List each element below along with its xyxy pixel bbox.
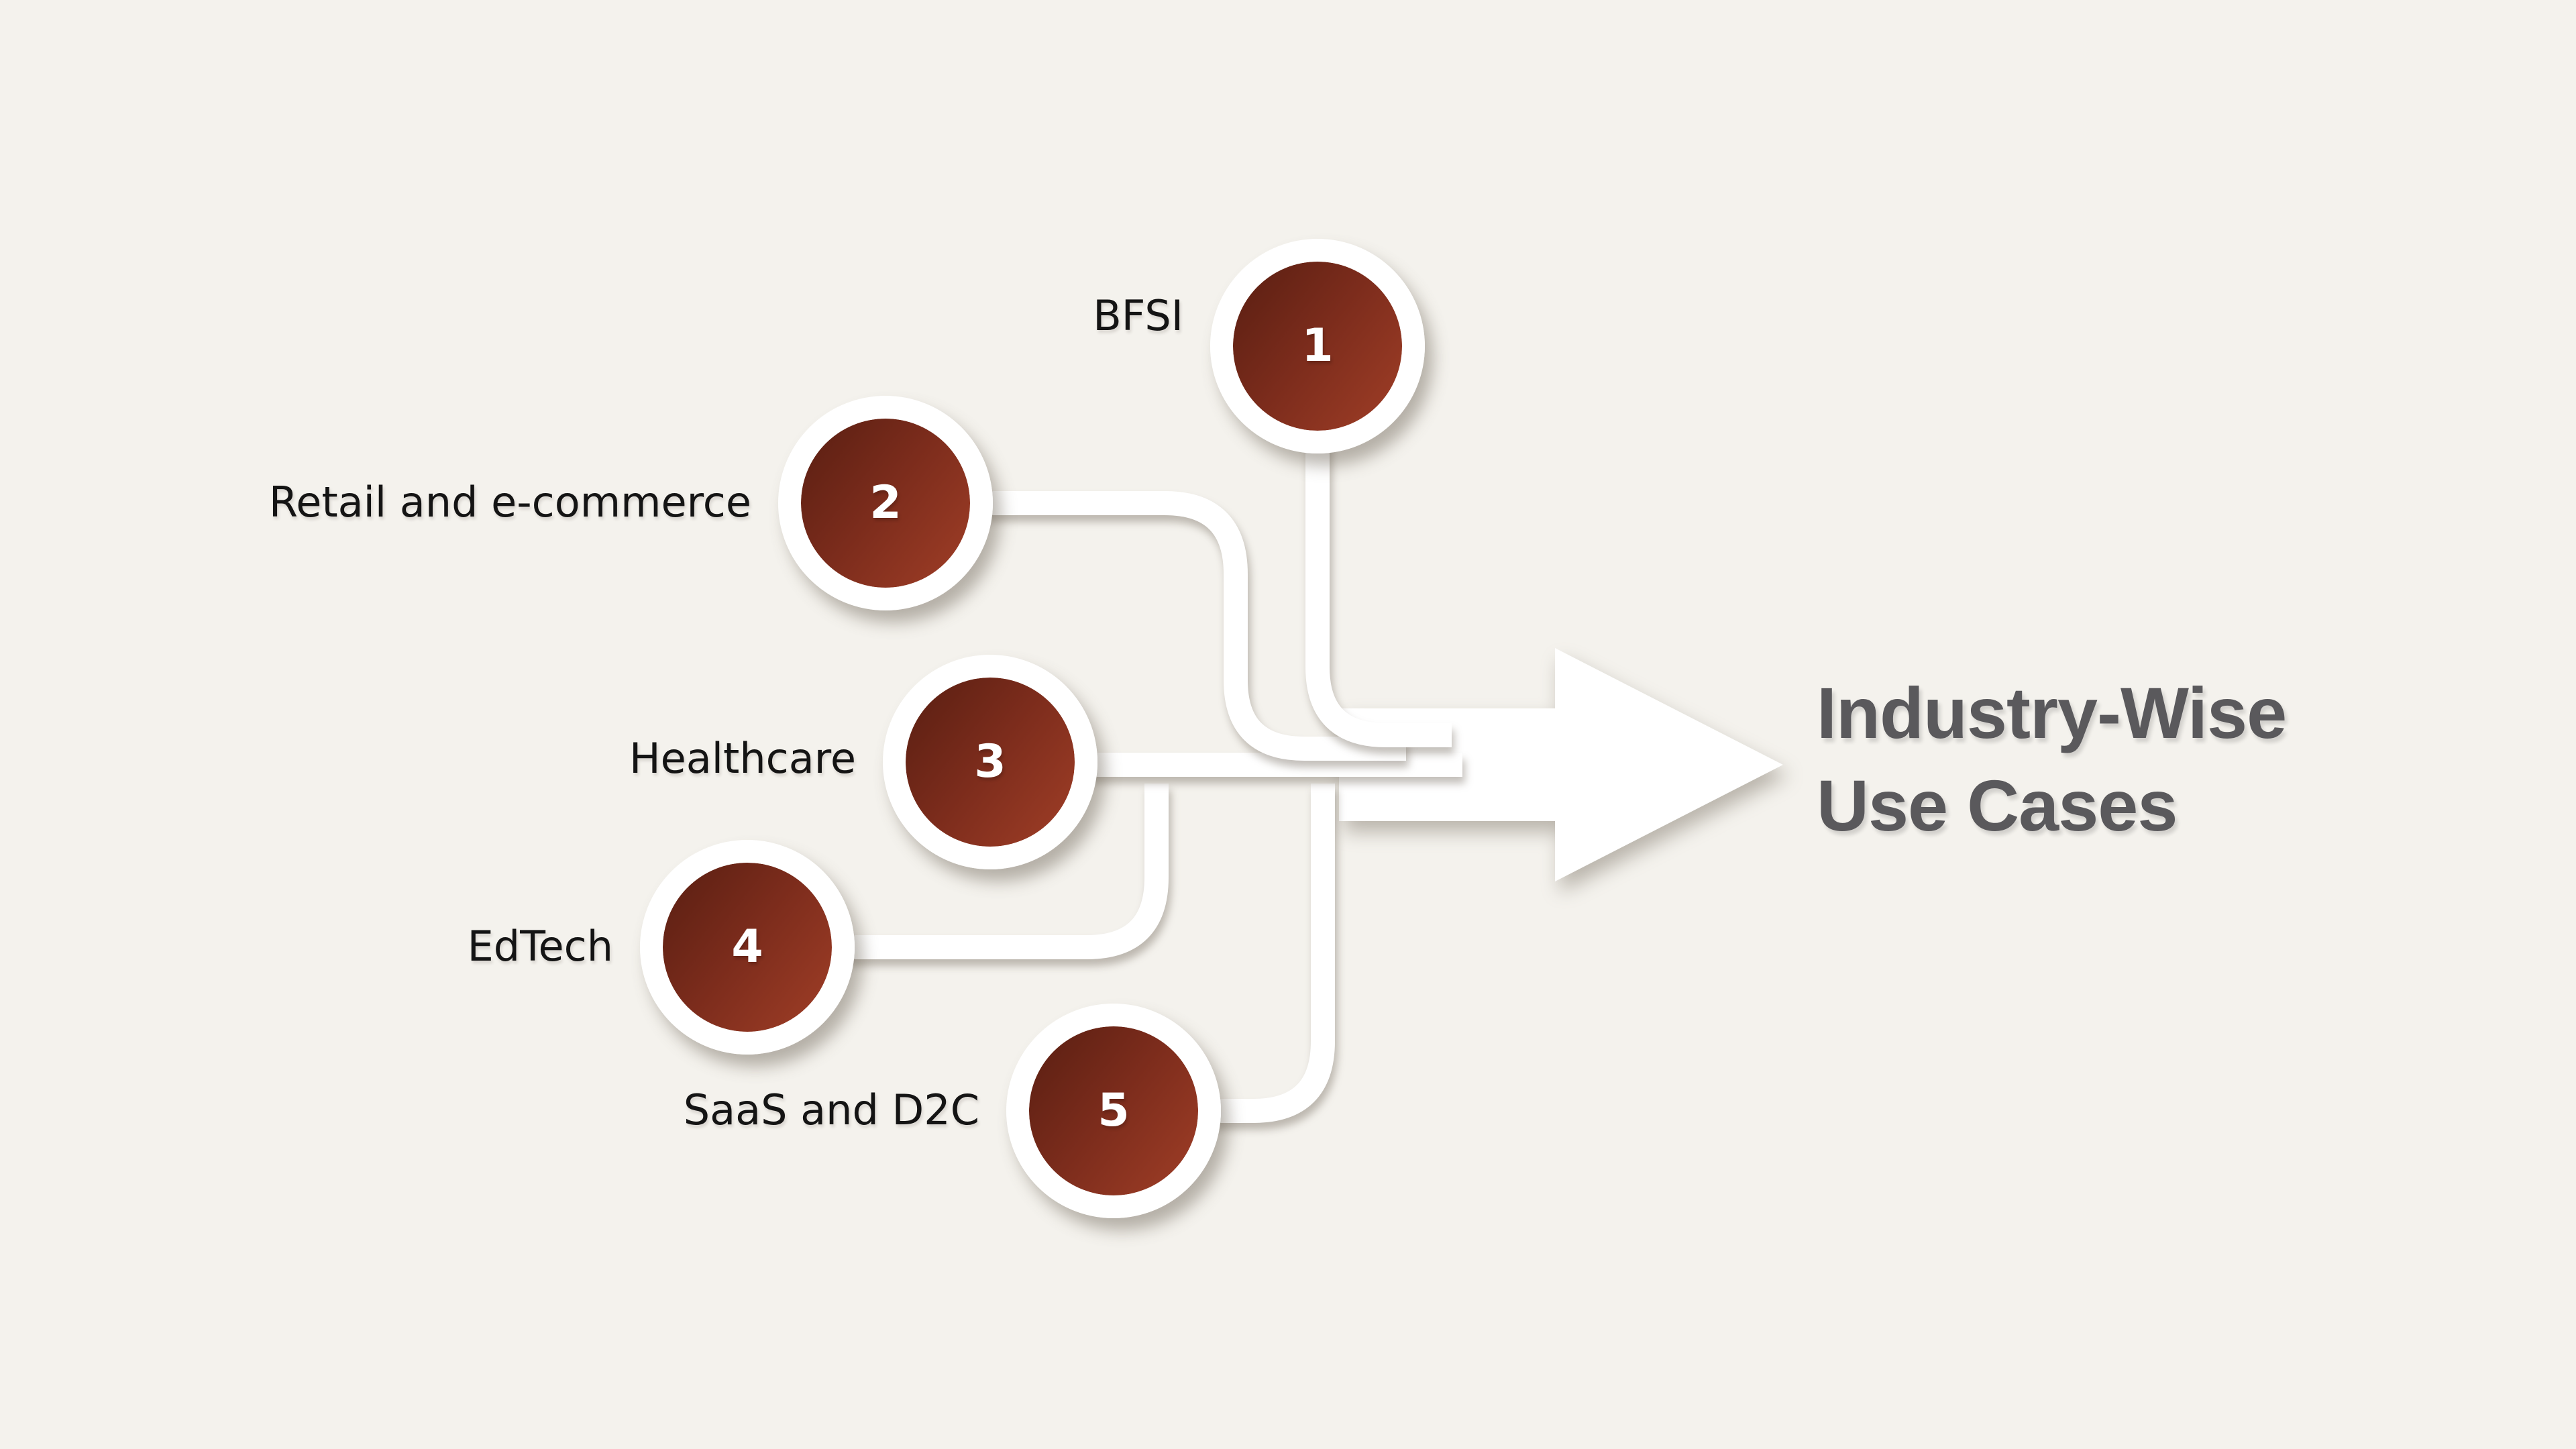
diagram-title: Industry-Wise Use Cases xyxy=(1817,668,2287,853)
node-number-2: 2 xyxy=(869,476,902,530)
node-circle-saas: 5 xyxy=(1006,1004,1221,1218)
node-circle-edtech: 4 xyxy=(640,840,855,1055)
connector-edtech-pipe xyxy=(794,784,1169,959)
node-circle-retail: 2 xyxy=(778,396,993,610)
node-number-5: 5 xyxy=(1097,1084,1130,1138)
node-label-retail: Retail and e-commerce xyxy=(268,479,751,527)
node-number-1: 1 xyxy=(1301,319,1334,373)
node-label-bfsi: BFSI xyxy=(1093,292,1183,341)
node-number-4: 4 xyxy=(731,920,763,974)
connector-retail-pipe xyxy=(932,491,1406,761)
connector-bfsi-pipe xyxy=(1305,396,1452,747)
right-arrow-icon xyxy=(1339,648,1783,881)
node-circle-healthcare: 3 xyxy=(883,655,1097,869)
node-label-edtech: EdTech xyxy=(467,923,613,971)
diagram-title-line-1: Industry-Wise xyxy=(1817,674,2287,754)
node-label-healthcare: Healthcare xyxy=(629,735,856,784)
connector-saas-pipe xyxy=(1140,784,1335,1123)
node-label-saas: SaaS and D2C xyxy=(683,1087,979,1135)
node-number-3: 3 xyxy=(974,735,1006,789)
node-circle-bfsi: 1 xyxy=(1210,239,1425,453)
diagram-title-line-2: Use Cases xyxy=(1817,766,2178,847)
